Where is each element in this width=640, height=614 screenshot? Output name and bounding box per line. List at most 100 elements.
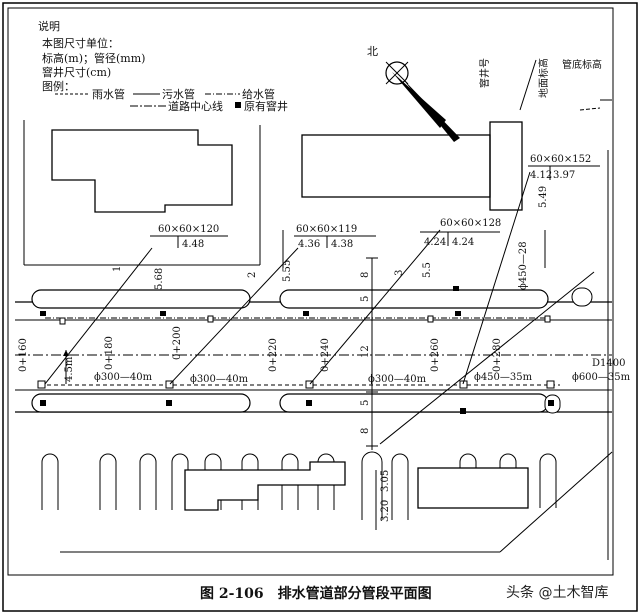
width-5-bottom: 5: [360, 400, 371, 406]
well-marker: [546, 380, 555, 389]
leader-3: [309, 229, 441, 385]
existing-well: [303, 311, 309, 316]
well-number-3: 3: [394, 270, 405, 276]
legend-line3: 窨井尺寸(cm): [42, 65, 111, 79]
valve: [59, 317, 66, 325]
legend-rain: 雨水管: [92, 87, 125, 101]
pipe-label-5: ϕ600—35m: [572, 372, 631, 383]
existing-well: [40, 311, 46, 316]
station-0-180: 0+180: [104, 336, 115, 370]
well-marker: [165, 380, 174, 389]
station-0-280: 0+280: [492, 338, 503, 372]
well-1-elev: 4.48: [182, 239, 204, 250]
station-0-240: 0+240: [320, 338, 331, 372]
well-marker: [37, 380, 46, 389]
bottom-elev-label: 管底标高: [562, 58, 602, 71]
watermark: 头条 @土木智库: [506, 584, 608, 601]
well-number-1: 1: [112, 266, 123, 272]
well-2-elev2: 4.38: [331, 239, 353, 250]
leader-1: [44, 247, 153, 385]
width-12: 12: [360, 345, 371, 358]
bottom-dim-320: 3.20: [380, 500, 391, 522]
legend-existing: 原有窨井: [244, 99, 288, 113]
station-0-220: 0+220: [268, 338, 279, 372]
valve: [544, 315, 551, 323]
existing-well: [306, 400, 312, 406]
leader-4: [462, 171, 531, 385]
slope-3: 5.5: [422, 262, 433, 278]
lower-buildings: [41, 451, 613, 553]
slope-4: 5.49: [538, 186, 549, 208]
median-bottom-left: [31, 393, 251, 413]
d1400-label: D1400: [592, 358, 625, 369]
existing-well: [160, 311, 166, 316]
pipe-450-28: ϕ450—28: [518, 241, 529, 290]
well-number-2: 2: [247, 272, 258, 278]
well-2-size: 60×60×119: [296, 224, 357, 235]
north-label: 北: [367, 45, 378, 58]
legend-title: 说明: [38, 19, 60, 33]
north-arrow-icon: [385, 61, 460, 142]
well-4-size: 60×60×152: [530, 154, 591, 165]
existing-well: [166, 400, 172, 406]
pipe-label-2: ϕ300—40m: [190, 374, 249, 385]
existing-well: [460, 408, 466, 414]
bottom-dim-305: 3.05: [380, 470, 391, 492]
well-3-size: 60×60×128: [440, 218, 501, 229]
building-2: [301, 134, 491, 198]
station-0-160: 0+160: [18, 338, 29, 372]
width-8-top: 8: [360, 272, 371, 278]
wells-row: [37, 286, 555, 414]
median-top-far: [571, 287, 593, 307]
dim-45-label: 4.5m: [64, 356, 75, 382]
existing-well: [455, 311, 461, 316]
existing-well: [548, 400, 554, 406]
slope-1: 5.68: [154, 268, 165, 290]
median-top-right: [279, 289, 549, 309]
legend-line1: 本图尺寸单位：: [42, 36, 119, 50]
existing-well: [453, 286, 459, 291]
well-3-elev2: 4.24: [452, 237, 474, 248]
well-1-size: 60×60×120: [158, 224, 219, 235]
pipe-label-4: ϕ450—35m: [474, 372, 533, 383]
leader-2: [169, 247, 299, 385]
legend-line4: 图例：: [42, 79, 75, 93]
valve: [207, 315, 214, 323]
well-4-elev2: 3.97: [553, 170, 575, 181]
arrow-icon: [63, 350, 69, 356]
well-table-2: 60×60×119 4.36 4.38: [294, 224, 376, 250]
well-4-elev1: 4.12: [530, 170, 552, 181]
ground-elev-label: 地面标高: [537, 58, 550, 98]
well-table-3: 60×60×128 4.24 4.24: [420, 218, 501, 248]
well-3-elev1: 4.24: [424, 237, 446, 248]
legend-water: 给水管: [242, 87, 275, 101]
well-table-4: 60×60×152 4.12 3.97: [528, 154, 600, 181]
median-bottom-right: [279, 393, 549, 413]
existing-well: [40, 400, 46, 406]
median-top-left: [31, 289, 251, 309]
building-2-wing: [489, 121, 523, 211]
well-marker: [305, 380, 314, 389]
figure-caption: 图 2-106 排水管道部分管段平面图: [200, 585, 432, 602]
right-dash: [579, 107, 601, 111]
width-dimensions: 8 5 12 5 8: [360, 257, 378, 450]
pipe-label-1: ϕ300—40m: [94, 372, 153, 383]
station-0-200: 0+200: [172, 326, 183, 360]
width-8-bottom: 8: [360, 428, 371, 434]
width-5-top: 5: [360, 296, 371, 302]
pipe-label-3: ϕ300—40m: [368, 374, 427, 385]
legend-centerline: 道路中心线: [168, 99, 223, 113]
station-0-260: 0+260: [430, 338, 441, 372]
building-1: [51, 129, 233, 213]
inner-border: [7, 7, 614, 576]
valve: [427, 315, 434, 323]
leader-5: [379, 271, 595, 445]
label-leader: [519, 59, 537, 111]
legend-sewage: 污水管: [162, 87, 195, 101]
well-table-1: 60×60×120 4.48: [150, 224, 228, 250]
well-no-label: 窨井号: [478, 58, 491, 88]
well-2-elev1: 4.36: [298, 239, 320, 250]
